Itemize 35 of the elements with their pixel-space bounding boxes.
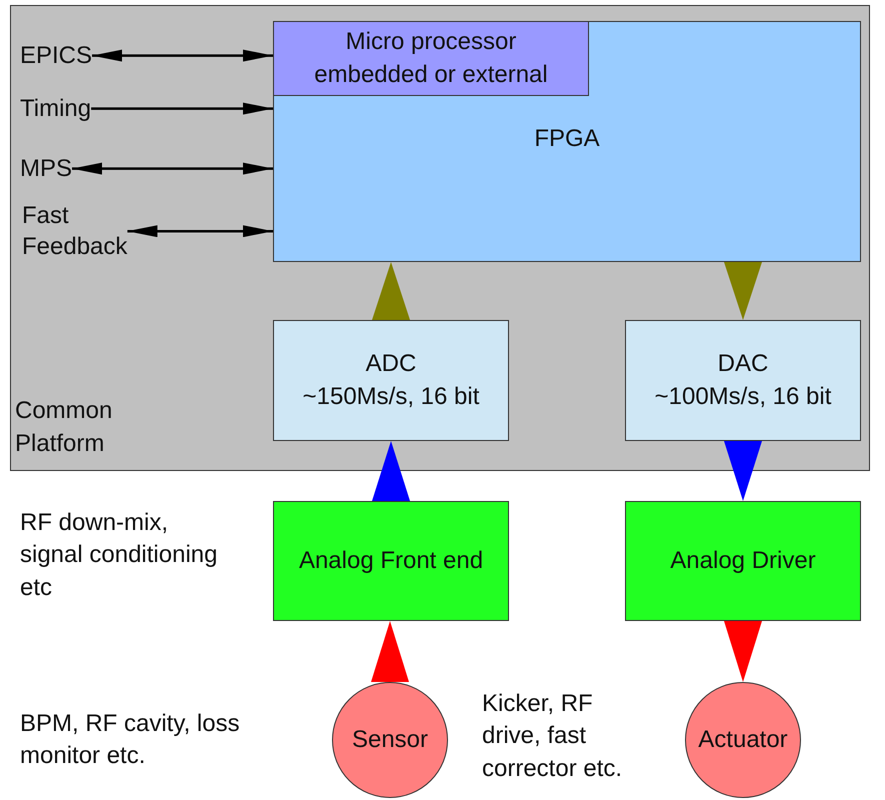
flow-arrow (724, 441, 762, 501)
signal-label: MPS (20, 154, 72, 184)
node-label: Analog Driver (670, 546, 816, 576)
node-label: DAC (718, 349, 768, 380)
node-label: Actuator (698, 724, 788, 755)
fpga-box (273, 21, 861, 262)
flow-arrow (372, 262, 410, 320)
node-label: ADC (366, 349, 416, 380)
flow-arrow (724, 621, 762, 682)
signal-arrow (72, 162, 273, 175)
node-label: ~100Ms/s, 16 bit (654, 382, 832, 412)
analog-box (625, 501, 861, 621)
node-label: FPGA (534, 124, 600, 154)
analog-box (273, 501, 509, 621)
signal-label: Fast Feedback (22, 201, 128, 262)
node-label: ~150Ms/s, 16 bit (302, 382, 480, 412)
flow-arrow (372, 441, 410, 501)
node-label: Sensor (352, 724, 428, 755)
node-label: Analog Front end (298, 546, 484, 576)
signal-arrow (127, 225, 273, 238)
converter-box (273, 320, 509, 441)
node-note: RF down-mix, signal conditioning etc (20, 508, 218, 603)
node-note: BPM, RF cavity, loss monitor etc. (20, 709, 241, 772)
converter-box (625, 320, 861, 441)
node-label: Micro processor embedded or external (313, 27, 549, 90)
node-label: Common Platform (15, 396, 114, 459)
signal-arrow (92, 50, 273, 62)
signal-arrow (91, 102, 273, 115)
flow-arrow (724, 262, 762, 320)
platform-panel (10, 5, 870, 471)
note-text: Kicker, RF drive, fast corrector etc. (482, 689, 624, 784)
signal-label: Timing (20, 94, 92, 124)
processor-box (273, 21, 589, 96)
signal-label: EPICS (20, 41, 92, 71)
flow-arrow (371, 621, 409, 682)
